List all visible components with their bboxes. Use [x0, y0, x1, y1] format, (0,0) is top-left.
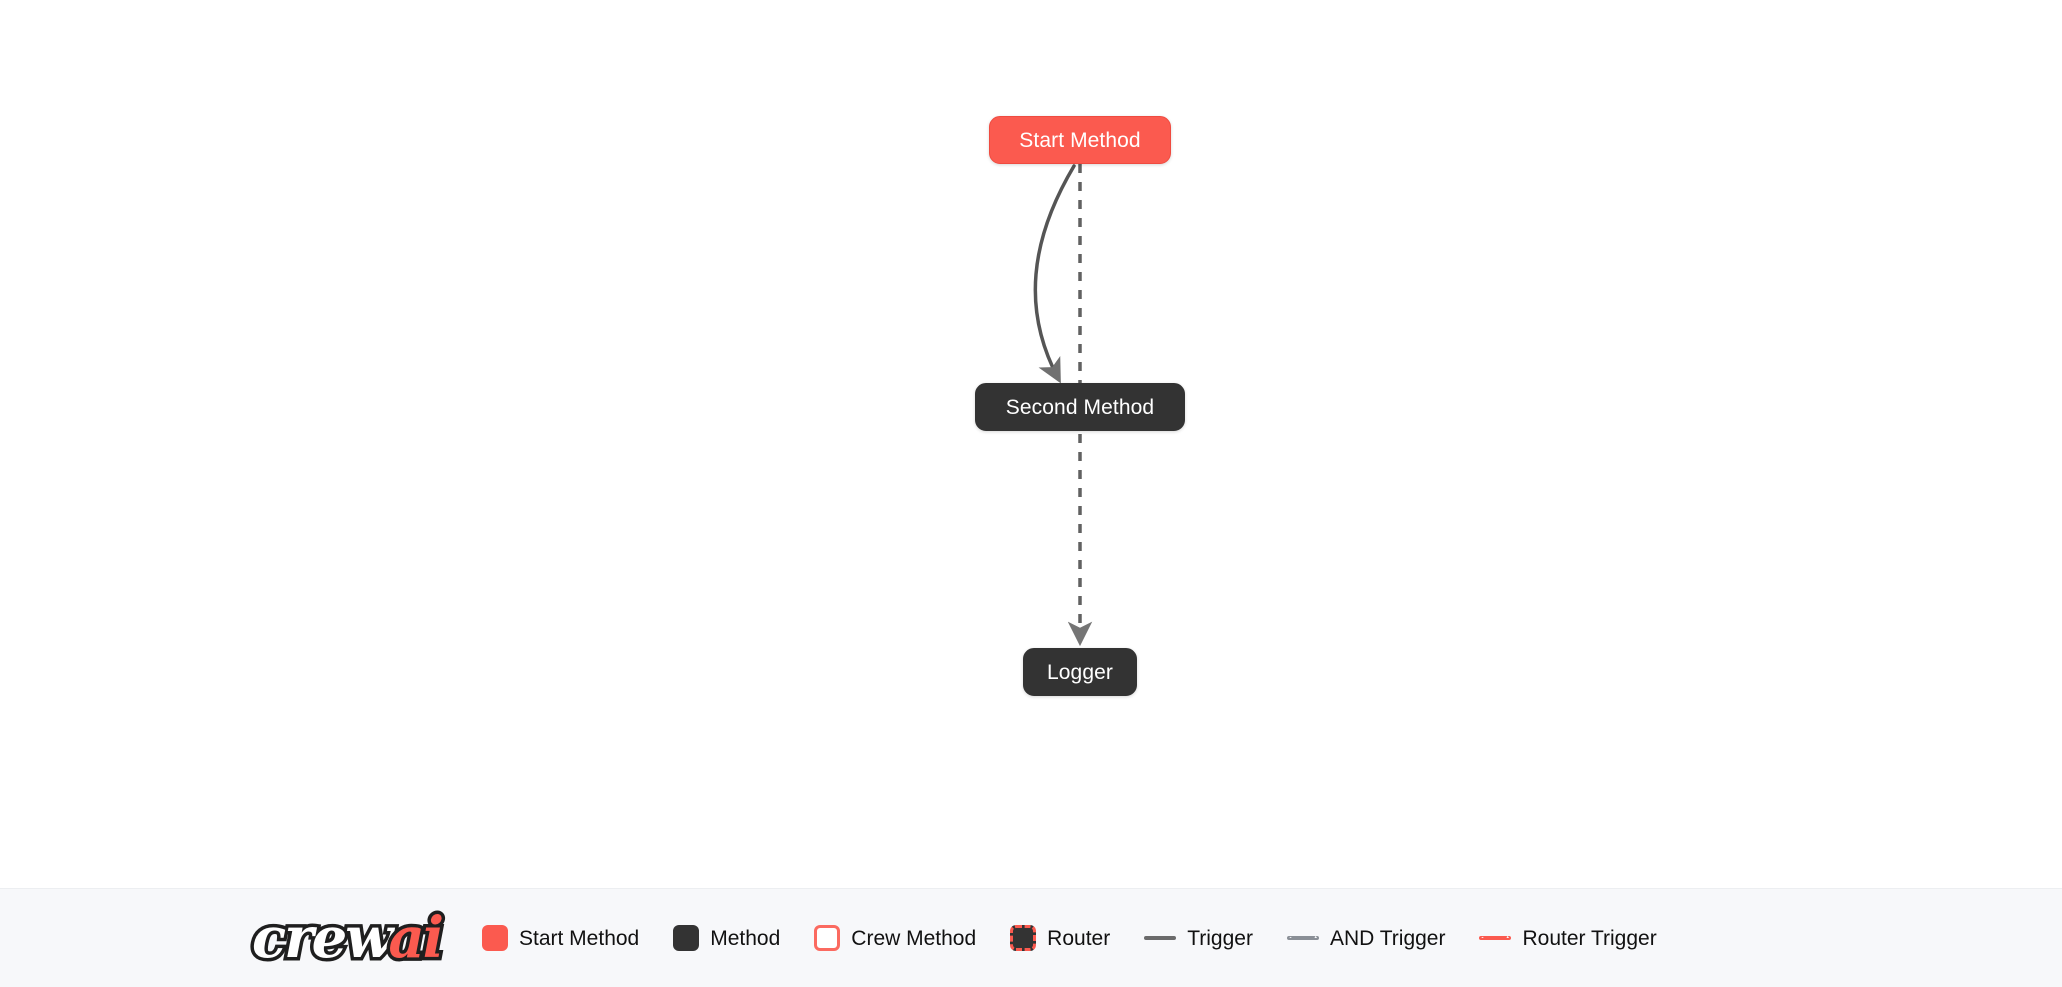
- flow-node-label: Second Method: [1005, 395, 1155, 419]
- router-swatch-icon: [1010, 925, 1037, 951]
- legend-item-crew-method: Crew Method: [814, 925, 976, 951]
- legend-item-label: Router: [1047, 926, 1111, 950]
- flow-canvas[interactable]: Start Method Second Method Logger: [0, 0, 2062, 888]
- method-swatch-icon: [673, 925, 700, 951]
- legend-item-label: Crew Method: [851, 926, 977, 950]
- logo-text-ai: ai: [385, 905, 447, 971]
- legend-item-label: AND Trigger: [1329, 926, 1446, 950]
- trigger-line-icon: [1144, 936, 1177, 940]
- legend-item-and-trigger: AND Trigger: [1286, 926, 1446, 950]
- flow-node-second-method[interactable]: Second Method: [975, 383, 1185, 431]
- legend-item-method: Method: [673, 925, 780, 951]
- edge-start-to-second: [1033, 164, 1076, 384]
- legend-item-router: Router: [1010, 925, 1110, 951]
- legend-item-label: Method: [710, 926, 781, 950]
- and-trigger-line-icon: [1286, 936, 1319, 940]
- legend-item-router-trigger: Router Trigger: [1479, 926, 1657, 950]
- legend-item-label: Trigger: [1187, 926, 1253, 950]
- start-method-swatch-icon: [482, 925, 508, 951]
- flow-node-start-method[interactable]: Start Method: [989, 116, 1171, 164]
- router-trigger-line-icon: [1479, 936, 1512, 940]
- legend-item-label: Start Method: [519, 926, 640, 950]
- legend-item-start-method: Start Method: [482, 925, 639, 951]
- legend-item-label: Router Trigger: [1522, 926, 1657, 950]
- flow-node-label: Logger: [1047, 660, 1113, 684]
- flow-node-label: Start Method: [1019, 128, 1141, 152]
- legend-item-list: Start Method Method Crew Method Router T…: [482, 925, 1691, 951]
- flow-node-logger[interactable]: Logger: [1023, 648, 1137, 696]
- crew-method-swatch-icon: [814, 925, 841, 951]
- legend-item-trigger: Trigger: [1144, 928, 1253, 949]
- logo-text-crew: crew: [248, 905, 396, 971]
